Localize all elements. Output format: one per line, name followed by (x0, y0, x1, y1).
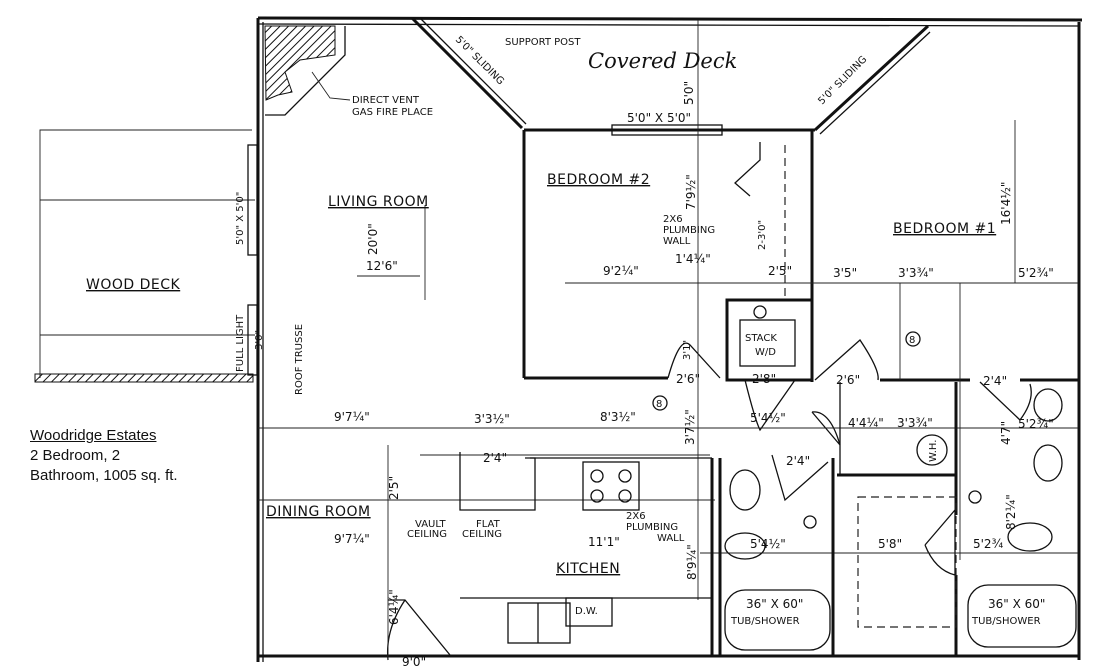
dimension-label: 2'6" (676, 372, 700, 386)
dimension-label: 5'4½" (750, 411, 786, 425)
plumbing-note: WALL (657, 533, 685, 544)
dimension-label: 2'8" (752, 372, 776, 386)
dimension-label: 8'9¼" (685, 544, 699, 580)
property-caption: Woodridge Estates 2 Bedroom, 2 Bathroom,… (30, 426, 178, 486)
vault-ceiling-note: CEILING (407, 529, 447, 540)
flat-ceiling-note: FLAT (476, 519, 501, 530)
dimension-label: 2'4" (483, 451, 507, 465)
dimension-label: 9'7¼" (334, 532, 370, 546)
vault-ceiling-note: VAULT (415, 519, 447, 530)
laundry-closet (725, 298, 814, 382)
tub-label: TUB/SHOWER (971, 616, 1041, 627)
caption-title: Woodridge Estates (30, 427, 157, 444)
dimension-label: 5'4½" (750, 537, 786, 551)
plumbing-note: 2X6 (663, 214, 683, 225)
dimension-label: 5'8" (878, 537, 902, 551)
dimension-label: 3'7½" (683, 409, 697, 445)
dimension-label: 20'0" (366, 223, 380, 255)
kitchen-sink (507, 602, 571, 644)
plumbing-note: 2X6 (626, 511, 646, 522)
door-swings (386, 339, 1032, 661)
dimension-label: 9'2¼" (603, 264, 639, 278)
flat-ceiling-note: CEILING (462, 529, 502, 540)
fireplace-note: DIRECT VENT (352, 95, 420, 106)
door-width: 3'0" (254, 330, 265, 350)
caption-line: Bathroom, 1005 sq. ft. (30, 467, 178, 484)
fireplace-note: GAS FIRE PLACE (352, 107, 433, 118)
dimension-label: 4'7" (999, 421, 1013, 445)
dimension-label: 4'4¼" (848, 416, 884, 430)
door-note: FULL LIGHT (235, 314, 246, 372)
exterior-walls (256, 16, 1083, 662)
plumbing-note: PLUMBING (626, 522, 678, 533)
dimension-label: 5'2¾" (1018, 417, 1054, 431)
dimension-label: 8'2¼" (1004, 494, 1018, 530)
dimension-label: 9'7¼" (334, 410, 370, 424)
caption-line: 2 Bedroom, 2 (30, 447, 121, 464)
cooktop (582, 461, 640, 511)
tub-size: 36" X 60" (988, 597, 1045, 611)
bedroom1-sliding-door[interactable] (813, 24, 931, 135)
tub-size: 36" X 60" (746, 597, 803, 611)
dimension-label: 11'1" (588, 535, 620, 549)
bathrooms (718, 382, 1077, 656)
dining-room-label: DINING ROOM (266, 504, 371, 520)
wood-deck-label: WOOD DECK (86, 277, 181, 293)
plumbing-note: PLUMBING (663, 225, 715, 236)
living-sliding-door[interactable] (410, 16, 527, 130)
marker-circle (905, 331, 921, 347)
dimension-label: 3'3¾" (898, 266, 934, 280)
dishwasher-label: D.W. (575, 606, 598, 617)
dimension-label: 3'3½" (474, 412, 510, 426)
dimension-label: 16'4½" (999, 182, 1013, 225)
covered-deck-label: Covered Deck (588, 49, 737, 73)
stack-wd-label: STACK (745, 333, 777, 344)
bedroom2-label: BEDROOM #2 (547, 172, 650, 188)
stack-wd-label: W/D (755, 347, 776, 358)
dimension-label: 3'1" (682, 340, 693, 360)
dimension-label: 7'9½" (684, 174, 698, 210)
plumbing-note: WALL (663, 236, 691, 247)
window-dimension: 5'0" X 5'0" (627, 111, 691, 125)
closet-door-note: 2-3'0" (757, 220, 768, 250)
dimension-label: 5'2¾" (1018, 266, 1054, 280)
dimension-label: 3'3¾" (897, 416, 933, 430)
dimension-label: 1'4¼" (675, 252, 711, 266)
living-room-label: LIVING ROOM (328, 194, 429, 210)
dimension-label: 8'3½" (600, 410, 636, 424)
dimension-label: 5'2¾ (973, 537, 1004, 551)
fireplace (264, 25, 351, 116)
marker-number: 8 (909, 335, 915, 346)
dimension-label: 2'5" (387, 476, 401, 500)
window-dimension: 5'0" X 5'0" (235, 192, 246, 245)
support-post-note: SUPPORT POST (505, 37, 581, 48)
dimension-label: 2'6" (836, 373, 860, 387)
marker-circle (652, 395, 668, 411)
dimension-label: 12'6" (366, 259, 398, 273)
dimension-label: 5'0" (682, 81, 696, 105)
bedroom1-label: BEDROOM #1 (893, 221, 996, 237)
dimension-label: 3'5" (833, 266, 857, 280)
dimension-label: 2'4" (983, 374, 1007, 388)
kitchen-fixtures (459, 452, 714, 656)
water-heater-label: W.H. (928, 440, 939, 462)
roof-truss-note: ROOF TRUSSE (294, 324, 305, 395)
dimension-label: 9'0" (402, 655, 426, 667)
tub-label: TUB/SHOWER (730, 616, 800, 627)
dimension-label: 2'4" (786, 454, 810, 468)
sliding-door-note-right: 5'0" SLIDING (816, 54, 869, 107)
wood-deck (34, 129, 258, 383)
kitchen-label: KITCHEN (556, 561, 620, 577)
sliding-door-note-left: 5'0" SLIDING (453, 34, 506, 87)
dimension-label: 6'4¼" (387, 589, 401, 625)
dimension-label: 2'5" (768, 264, 792, 278)
marker-number: 8 (656, 399, 662, 410)
